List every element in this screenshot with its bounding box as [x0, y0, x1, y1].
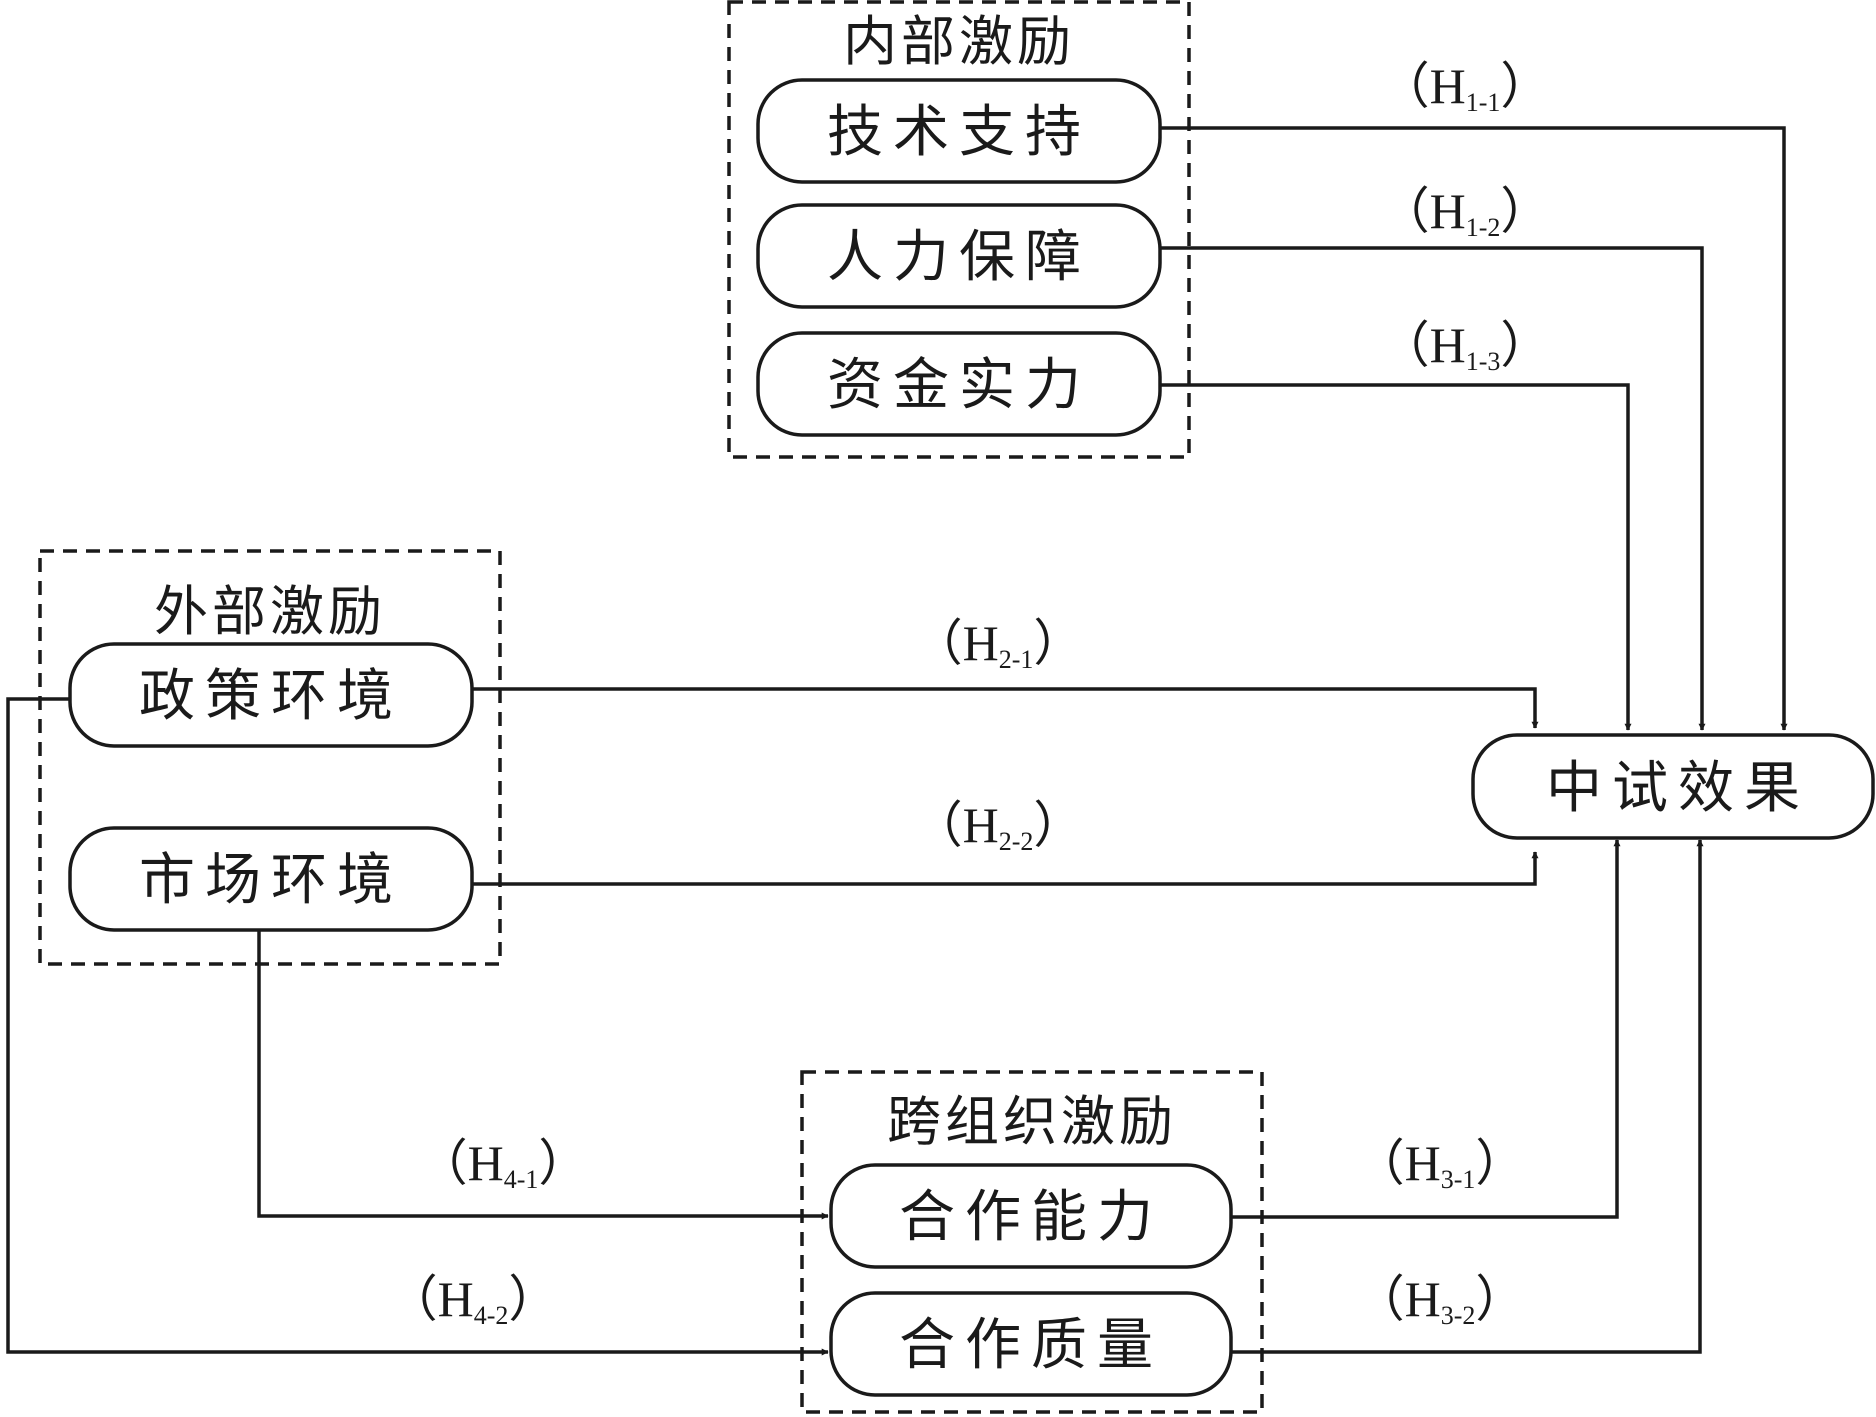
hypothesis-label-h3-1: （H3-1）: [1355, 1135, 1526, 1194]
arrow-h2-1: [472, 687, 1539, 729]
node-cooperation-quality-label: 合作质量: [899, 1313, 1163, 1378]
node-cooperation-ability-label: 合作能力: [899, 1185, 1163, 1250]
hypothesis-label-h3-2: （H3-2）: [1355, 1271, 1526, 1330]
arrow-h4-1: [257, 930, 829, 1220]
node-pilot-effect: 中试效果: [1471, 733, 1875, 840]
node-tech-support: 技术支持: [756, 78, 1162, 184]
hypothesis-label-h4-2: （H4-2）: [388, 1271, 559, 1330]
group-internal-title: 内部激励: [843, 10, 1075, 73]
node-capital-strength: 资金实力: [756, 331, 1162, 437]
node-human-resources-label: 人力保障: [827, 225, 1091, 290]
connectors: [6, 126, 1788, 1356]
arrow-h1-2: [1159, 246, 1706, 731]
node-market-environment-label: 市场环境: [139, 848, 403, 913]
hypothesis-label-h2-1: （H2-1）: [913, 615, 1084, 674]
hypothesis-label-h1-1: （H1-1）: [1380, 58, 1551, 117]
hypothesis-label-h4-1: （H4-1）: [418, 1135, 589, 1194]
node-tech-support-label: 技术支持: [827, 100, 1091, 165]
group-internal-border: [727, 0, 1191, 459]
group-cross-org-incentive: 跨组织激励: [800, 1070, 1264, 1414]
arrow-h4-2: [6, 697, 829, 1356]
hypothesis-label-h1-3: （H1-3）: [1380, 317, 1551, 376]
node-policy-environment: 政策环境: [68, 642, 474, 748]
arrow-h1-3: [1159, 383, 1632, 731]
group-cross-org-title: 跨组织激励: [887, 1090, 1177, 1153]
arrow-h3-1: [1231, 839, 1621, 1219]
group-cross-org-border: [800, 1070, 1264, 1414]
node-policy-environment-label: 政策环境: [139, 664, 403, 729]
node-capital-strength-label: 资金实力: [827, 353, 1091, 418]
arrow-h2-2: [472, 851, 1539, 886]
group-internal-incentive: 内部激励: [727, 0, 1191, 459]
node-cooperation-ability: 合作能力: [829, 1163, 1233, 1269]
node-market-environment: 市场环境: [68, 826, 474, 932]
group-external-title: 外部激励: [154, 580, 386, 643]
hypothesis-label-h1-2: （H1-2）: [1380, 183, 1551, 242]
node-pilot-effect-label: 中试效果: [1546, 756, 1810, 821]
group-external-border: [38, 549, 502, 966]
arrow-h1-1: [1159, 126, 1788, 731]
hypothesis-label-h2-2: （H2-2）: [913, 797, 1084, 856]
group-external-incentive: 外部激励: [38, 549, 502, 966]
node-human-resources: 人力保障: [756, 203, 1162, 309]
node-cooperation-quality: 合作质量: [829, 1291, 1233, 1397]
arrow-h3-2: [1231, 839, 1704, 1354]
